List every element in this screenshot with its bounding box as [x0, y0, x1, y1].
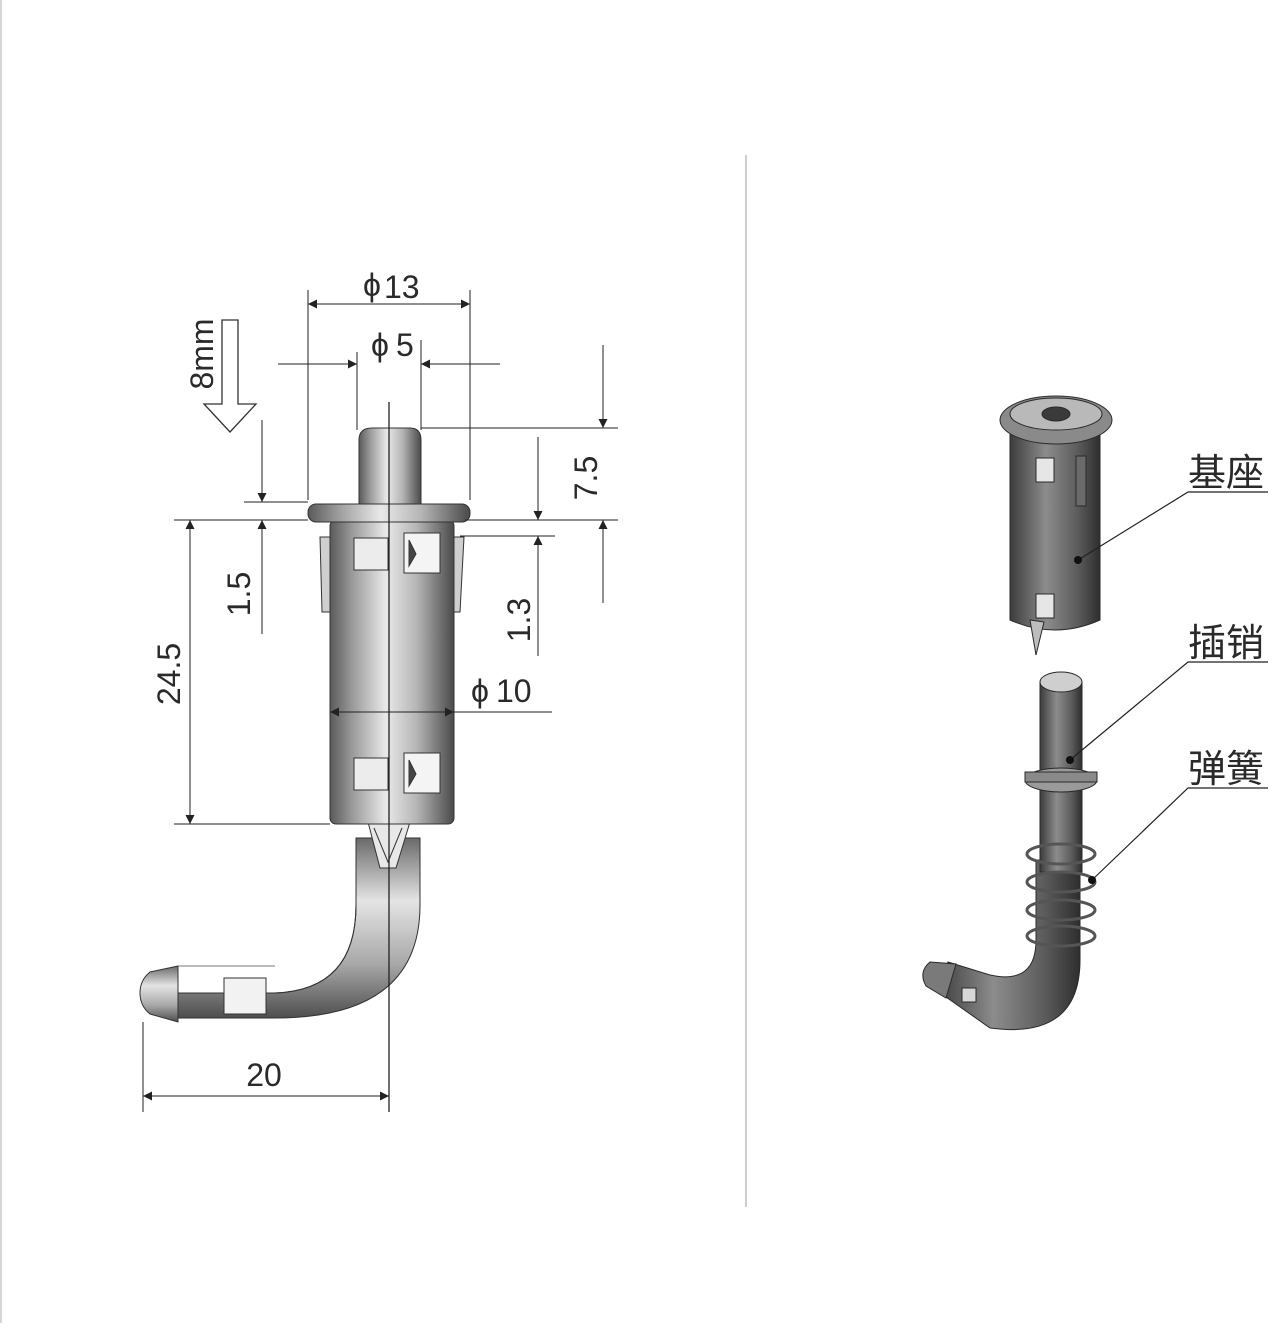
dim-head-diameter: 13	[384, 269, 420, 305]
svg-text:ϕ: ϕ	[471, 673, 489, 709]
dim-body-length: 24.5	[151, 643, 187, 705]
exploded-view: 基座 插销 弹簧	[922, 395, 1268, 1031]
dim-clip-offset: 1.3	[501, 598, 537, 642]
label-pin: 插销	[1188, 621, 1264, 665]
label-base: 基座	[1188, 451, 1264, 495]
pin-component	[922, 671, 1098, 1031]
label-spring: 弹簧	[1188, 747, 1264, 791]
svg-text:ϕ: ϕ	[363, 267, 381, 303]
dim-pin-diameter: 5	[396, 327, 414, 363]
dimension-labels: ϕ 13 ϕ 5 ϕ 10 20 7.5 1.3 1.5 24.5 8mm	[151, 267, 604, 1093]
handle-tip	[139, 965, 179, 1023]
dim-body-diameter: 10	[496, 673, 532, 709]
spring-component	[1025, 842, 1097, 948]
press-arrow-icon	[202, 319, 258, 433]
base-component	[999, 395, 1113, 656]
pin-top	[358, 427, 422, 505]
dim-flange-thickness: 1.5	[221, 572, 257, 616]
dim-press-travel: 8mm	[184, 318, 220, 389]
view-divider	[745, 155, 747, 1207]
svg-text:ϕ: ϕ	[371, 327, 389, 363]
sheet-left-edge	[0, 0, 2, 1323]
dimensioned-view: ϕ 13 ϕ 5 ϕ 10 20 7.5 1.3 1.5 24.5 8mm	[139, 267, 618, 1112]
handle-window	[223, 977, 267, 1015]
dim-pin-protrusion: 7.5	[568, 456, 604, 500]
dim-handle-reach: 20	[246, 1057, 282, 1093]
